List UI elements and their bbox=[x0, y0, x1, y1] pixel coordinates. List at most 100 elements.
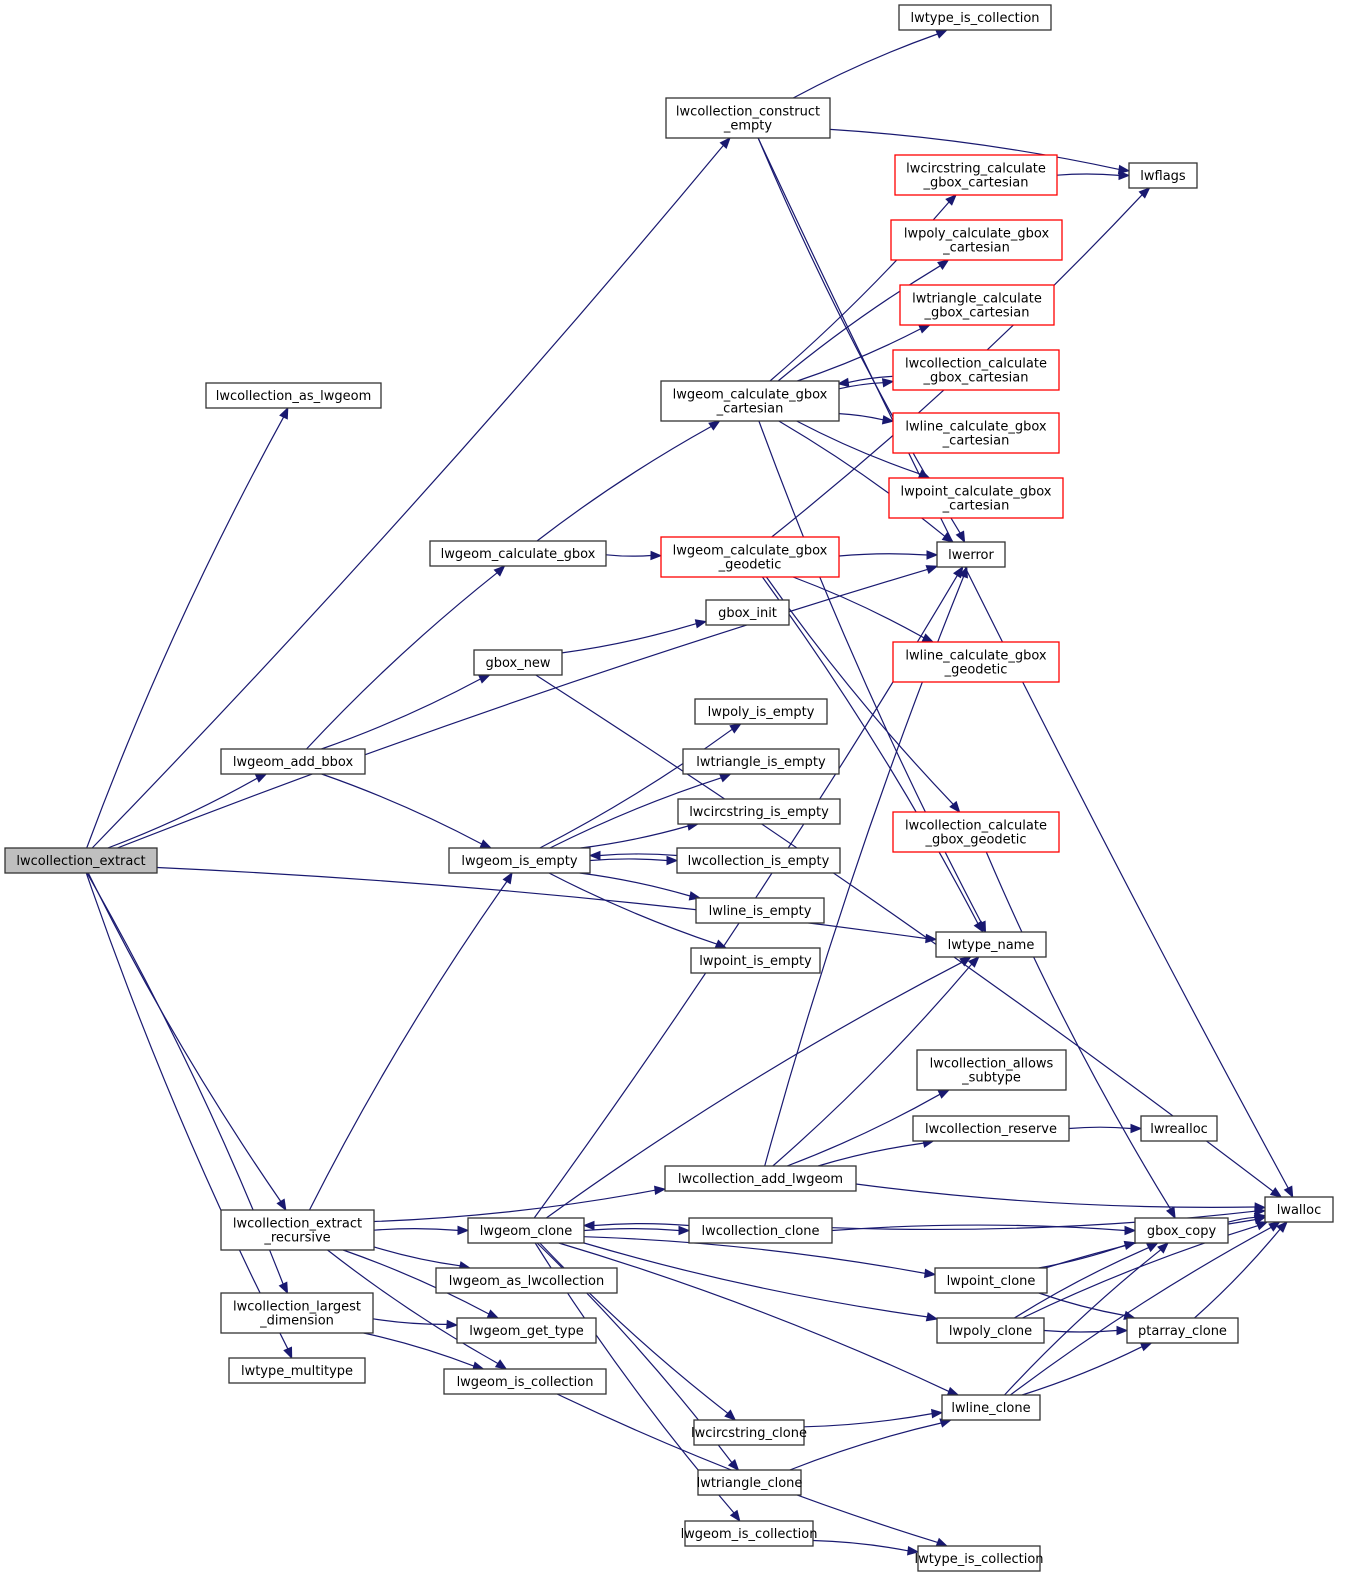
node-label: lwcollection_extract bbox=[233, 1217, 362, 1232]
node-lwpoint-calculate-gbox-cartesian[interactable]: lwpoint_calculate_gbox_cartesian bbox=[888, 477, 1064, 519]
node-lwtype-is-collection-top[interactable]: lwtype_is_collection bbox=[898, 4, 1052, 31]
node-lwtype-multitype[interactable]: lwtype_multitype bbox=[228, 1357, 366, 1384]
node-lwcollection-construct-empty[interactable]: lwcollection_construct_empty bbox=[665, 97, 831, 139]
node-lwline-calculate-gbox-geodetic[interactable]: lwline_calculate_gbox_geodetic bbox=[892, 641, 1060, 683]
arrowhead-icon bbox=[1283, 1185, 1294, 1199]
edge-line bbox=[107, 777, 258, 849]
arrowhead-icon bbox=[1146, 1242, 1159, 1253]
node-lwpoly-calculate-gbox-cartesian[interactable]: lwpoly_calculate_gbox_cartesian bbox=[890, 219, 1063, 261]
node-box bbox=[660, 380, 840, 422]
node-lwgeom-get-type[interactable]: lwgeom_get_type bbox=[456, 1317, 597, 1344]
node-lwtriangle-calculate-gbox-cartesian[interactable]: lwtriangle_calculate_gbox_cartesian bbox=[899, 284, 1055, 326]
arrowhead-icon bbox=[945, 194, 957, 206]
node-label: lwcollection_calculate bbox=[905, 357, 1047, 372]
node-lwalloc[interactable]: lwalloc bbox=[1264, 1196, 1334, 1223]
node-lwcollection-reserve[interactable]: lwcollection_reserve bbox=[912, 1115, 1070, 1142]
edge-lwgeom-clone-to-lwpoly-clone bbox=[583, 1242, 939, 1322]
edge-line bbox=[372, 1318, 448, 1326]
node-lwgeom-calculate-gbox-cartesian[interactable]: lwgeom_calculate_gbox_cartesian bbox=[660, 380, 840, 422]
edge-lwcollection-extract-recursive-to-lwcollection-add-lwgeom bbox=[373, 1185, 667, 1223]
node-lwtype-is-collection-bottom[interactable]: lwtype_is_collection bbox=[914, 1545, 1044, 1572]
arrowhead-icon bbox=[457, 1225, 470, 1236]
node-lwgeom-is-empty[interactable]: lwgeom_is_empty bbox=[448, 847, 591, 874]
edge-lwcollection-extract-to-lwtype-multitype bbox=[85, 872, 293, 1360]
node-label: _gbox_cartesian bbox=[923, 371, 1029, 386]
node-lwerror[interactable]: lwerror bbox=[936, 541, 1006, 568]
edge-line bbox=[758, 420, 982, 924]
node-ptarray-clone[interactable]: ptarray_clone bbox=[1126, 1317, 1239, 1344]
node-lwtype-name[interactable]: lwtype_name bbox=[935, 931, 1047, 958]
node-label: lwgeom_is_collection bbox=[681, 1527, 818, 1542]
node-label: lwcollection_reserve bbox=[925, 1122, 1057, 1137]
node-gbox-init[interactable]: gbox_init bbox=[705, 599, 790, 626]
arrowhead-icon bbox=[925, 1312, 939, 1322]
edge-line bbox=[373, 1189, 656, 1223]
node-lwline-clone[interactable]: lwline_clone bbox=[941, 1394, 1041, 1421]
arrowhead-icon bbox=[949, 800, 961, 814]
node-lwcircstring-clone[interactable]: lwcircstring_clone bbox=[691, 1419, 807, 1446]
node-lwpoly-clone[interactable]: lwpoly_clone bbox=[936, 1317, 1045, 1344]
node-lwcollection-add-lwgeom[interactable]: lwcollection_add_lwgeom bbox=[664, 1165, 857, 1192]
node-lwtriangle-clone[interactable]: lwtriangle_clone bbox=[697, 1469, 803, 1496]
arrowhead-icon bbox=[931, 1408, 944, 1419]
node-lwgeom-add-bbox[interactable]: lwgeom_add_bbox bbox=[220, 748, 366, 775]
node-lwcollection-as-lwgeom[interactable]: lwcollection_as_lwgeom bbox=[205, 382, 382, 409]
node-lwgeom-calculate-gbox-geodetic[interactable]: lwgeom_calculate_gbox_geodetic bbox=[660, 536, 840, 578]
node-box bbox=[936, 1317, 1045, 1344]
node-lwcollection-clone[interactable]: lwcollection_clone bbox=[688, 1217, 833, 1244]
edge-lwgeom-calculate-gbox-geodetic-to-lwerror bbox=[838, 550, 939, 560]
node-lwline-calculate-gbox-cartesian[interactable]: lwline_calculate_gbox_cartesian bbox=[892, 412, 1060, 454]
edge-lwgeom-clone-to-lwcircstring-clone bbox=[539, 1242, 737, 1421]
edge-gbox-new-to-gbox-init bbox=[561, 619, 708, 654]
node-label: _subtype bbox=[961, 1071, 1021, 1086]
nodes-layer: lwcollection_extract lwcollection_as_lwge… bbox=[4, 4, 1334, 1572]
node-lwcollection-calculate-gbox-geodetic[interactable]: lwcollection_calculate_gbox_geodetic bbox=[892, 811, 1060, 853]
edge-line bbox=[605, 554, 652, 557]
node-lwcollection-largest-dimension[interactable]: lwcollection_largest_dimension bbox=[220, 1292, 374, 1334]
node-box bbox=[1128, 162, 1198, 189]
edge-lwpoint-clone-to-gbox-copy bbox=[1038, 1240, 1137, 1269]
node-lwrealloc[interactable]: lwrealloc bbox=[1140, 1115, 1218, 1142]
node-label: _cartesian bbox=[942, 499, 1010, 514]
node-lwpoint-clone[interactable]: lwpoint_clone bbox=[934, 1267, 1048, 1294]
edge-lwgeom-calculate-gbox-cartesian-to-lwpoly-calculate-gbox-cartesian bbox=[777, 259, 950, 382]
node-box bbox=[220, 1292, 374, 1334]
edge-line bbox=[838, 413, 884, 421]
node-box bbox=[899, 284, 1055, 326]
edge-line bbox=[583, 1236, 926, 1274]
node-lwgeom-is-collection-a[interactable]: lwgeom_is_collection bbox=[443, 1368, 607, 1395]
node-lwcollection-is-empty[interactable]: lwcollection_is_empty bbox=[676, 847, 841, 874]
edge-line bbox=[549, 777, 722, 849]
node-lwtriangle-is-empty[interactable]: lwtriangle_is_empty bbox=[682, 748, 840, 775]
arrowhead-icon bbox=[278, 1281, 289, 1295]
node-lwcollection-extract[interactable]: lwcollection_extract bbox=[4, 847, 158, 874]
node-lwcollection-calculate-gbox-cartesian[interactable]: lwcollection_calculate_gbox_cartesian bbox=[892, 349, 1060, 391]
node-lwgeom-as-lwcollection[interactable]: lwgeom_as_lwcollection bbox=[435, 1267, 618, 1294]
node-lwgeom-is-collection-b[interactable]: lwgeom_is_collection bbox=[681, 1520, 818, 1547]
arrowhead-icon bbox=[494, 1359, 508, 1370]
node-box bbox=[684, 1520, 814, 1547]
node-lwgeom-clone[interactable]: lwgeom_clone bbox=[467, 1217, 585, 1244]
arrowhead-icon bbox=[953, 565, 964, 579]
node-box bbox=[1264, 1196, 1334, 1223]
node-label: lwcircstring_is_empty bbox=[689, 805, 829, 820]
node-gbox-copy[interactable]: gbox_copy bbox=[1134, 1217, 1229, 1244]
node-lwcircstring-is-empty[interactable]: lwcircstring_is_empty bbox=[677, 798, 841, 825]
node-lwflags[interactable]: lwflags bbox=[1128, 162, 1198, 189]
node-lwpoint-is-empty[interactable]: lwpoint_is_empty bbox=[690, 947, 821, 974]
node-lwpoly-is-empty[interactable]: lwpoly_is_empty bbox=[694, 698, 828, 725]
node-box bbox=[695, 897, 825, 924]
node-lwline-is-empty[interactable]: lwline_is_empty bbox=[695, 897, 825, 924]
node-box bbox=[1126, 1317, 1239, 1344]
node-lwcircstring-calculate-gbox-cartesian[interactable]: lwcircstring_calculate_gbox_cartesian bbox=[894, 154, 1058, 196]
arrowhead-icon bbox=[1124, 1225, 1137, 1236]
edge-line bbox=[778, 420, 946, 537]
node-lwgeom-calculate-gbox[interactable]: lwgeom_calculate_gbox bbox=[429, 540, 607, 567]
node-label: lwcollection_clone bbox=[701, 1224, 819, 1239]
node-box bbox=[888, 477, 1064, 519]
edge-line bbox=[985, 851, 1172, 1210]
node-lwcollection-extract-recursive[interactable]: lwcollection_extract_recursive bbox=[220, 1209, 375, 1251]
node-gbox-new[interactable]: gbox_new bbox=[473, 649, 563, 676]
node-lwcollection-allows-subtype[interactable]: lwcollection_allows_subtype bbox=[916, 1049, 1067, 1091]
arrowhead-icon bbox=[836, 377, 850, 388]
